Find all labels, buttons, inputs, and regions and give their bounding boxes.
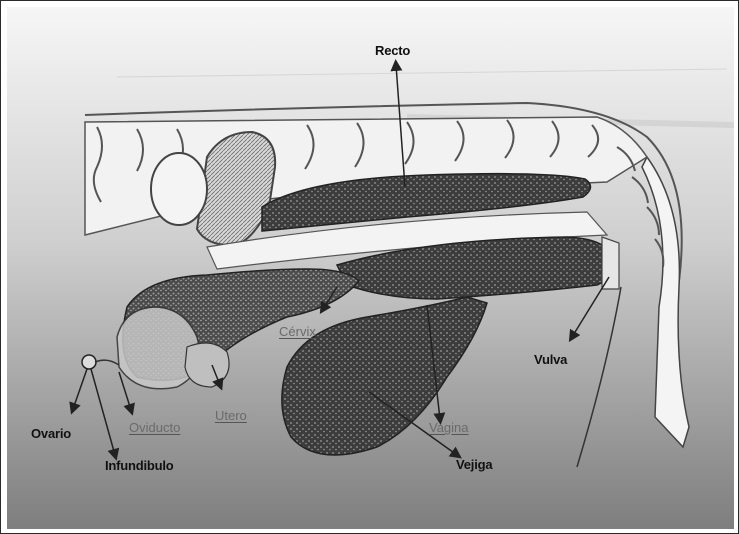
label-recto: Recto	[375, 44, 410, 57]
label-utero: Utero	[215, 409, 247, 422]
ovary-shape	[82, 355, 96, 369]
label-infundibulo: Infundibulo	[105, 459, 174, 472]
anatomy-illustration	[7, 7, 734, 529]
label-cervix: Cérvix	[279, 325, 316, 338]
label-ovario: Ovario	[31, 427, 71, 440]
label-oviducto: Oviducto	[129, 421, 180, 434]
vulva-shape	[602, 237, 619, 289]
diagram-stage: Recto Vulva Cérvix Utero Oviducto Ovario…	[7, 7, 734, 529]
label-vagina: Vagina	[429, 421, 469, 434]
label-vulva: Vulva	[534, 353, 567, 366]
label-vejiga: Vejiga	[456, 458, 492, 471]
